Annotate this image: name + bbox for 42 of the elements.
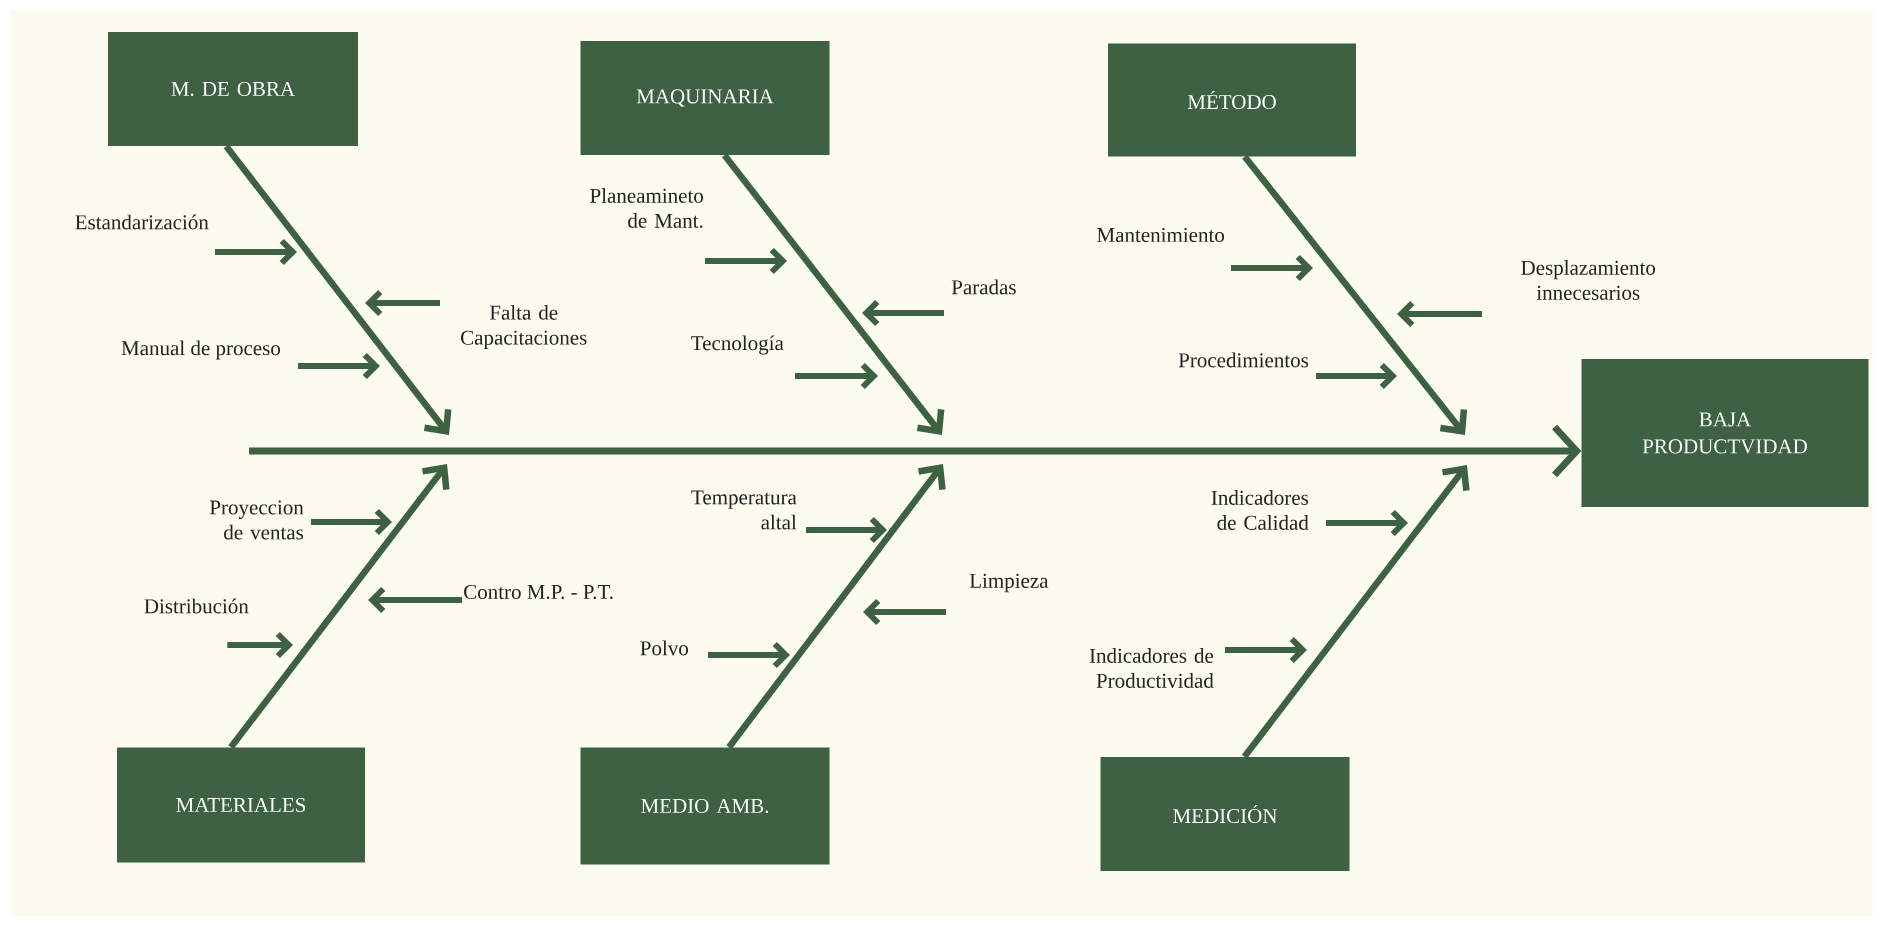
bone-arrow — [721, 153, 945, 435]
cause-arrow — [298, 352, 380, 380]
cause-text: Planeamineto de Mant. — [590, 188, 704, 228]
category-box: MÉTODO — [1108, 43, 1356, 157]
cause-text: Manual de proceso — [121, 340, 281, 360]
cause-text: Limpieza — [969, 573, 1049, 593]
cause-arrow — [1231, 254, 1313, 282]
cause-text: Distribución — [144, 598, 249, 614]
cause-text: Tecnología — [691, 335, 784, 355]
cause-arrow — [708, 641, 790, 669]
cause-text: Estandarización — [75, 214, 209, 230]
cause-text: Contro M.P. - P.T. — [464, 584, 613, 600]
cause-arrow — [705, 247, 787, 275]
cause-text: Mantenimiento — [1097, 227, 1225, 243]
bone-arrow — [726, 464, 946, 750]
cause-arrow — [215, 238, 297, 266]
cause-text: Temperatura altal — [691, 490, 797, 530]
category-box: M. DE OBRA — [108, 32, 358, 146]
cause-arrow — [311, 508, 392, 536]
cause-text: Procedimientos — [1178, 352, 1309, 368]
cause-arrow — [227, 631, 293, 659]
cause-arrow — [1225, 636, 1307, 664]
cause-arrow — [1326, 509, 1408, 537]
effect-box: BAJA PRODUCTVIDAD — [1581, 359, 1869, 507]
cause-text: Falta de Capacitaciones — [461, 305, 587, 349]
bone-arrow — [223, 144, 452, 435]
cause-text: Desplazamiento innecesarios — [1521, 260, 1656, 300]
cause-arrow — [795, 362, 878, 390]
category-box: MEDIO AMB. — [580, 747, 830, 865]
category-box: MAQUINARIA — [580, 41, 830, 155]
bone-arrow — [228, 464, 450, 750]
category-box: MEDICIÓN — [1100, 757, 1350, 871]
bone-arrow — [1241, 465, 1470, 759]
cause-arrow — [1316, 362, 1397, 390]
category-box: MATERIALES — [117, 747, 365, 863]
cause-text: Paradas — [951, 279, 1016, 295]
cause-arrow — [806, 516, 887, 544]
bone-arrow — [1242, 154, 1468, 435]
cause-text: Proyeccion de ventas — [209, 500, 304, 540]
cause-text: Indicadores de Calidad — [1211, 490, 1309, 530]
cause-text: Polvo — [640, 640, 688, 656]
cause-text: Indicadores de Productividad — [1089, 648, 1214, 688]
